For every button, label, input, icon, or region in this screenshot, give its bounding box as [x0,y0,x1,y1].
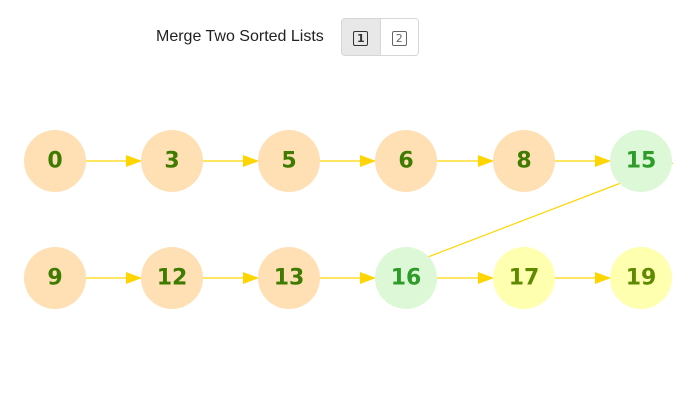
list-node: 19 [610,247,672,309]
node-value: 8 [516,149,531,174]
nodes-layer: 0 3 5 6 8 15 9 12 13 16 17 19 [24,130,672,309]
node-value: 5 [281,149,296,174]
node-circle [375,247,437,309]
list-node: 6 [375,130,437,192]
node-circle [24,247,86,309]
step-toggle-group: 1 2 [340,18,419,56]
node-circle [493,130,555,192]
node-circle [610,247,672,309]
node-value: 9 [47,266,62,291]
step-2-icon: 2 [391,30,407,46]
list-node: 16 [375,247,437,309]
list-node: 13 [258,247,320,309]
list-node: 5 [258,130,320,192]
node-circle [610,130,672,192]
node-circle [141,247,203,309]
node-value: 0 [47,149,62,174]
node-value: 3 [164,149,179,174]
page-title: Merge Two Sorted Lists [156,28,324,45]
node-circle [24,130,86,192]
step-1-button[interactable]: 1 [341,19,380,55]
node-value: 12 [157,266,188,291]
node-value: 16 [391,266,422,291]
list-node: 0 [24,130,86,192]
list-node: 9 [24,247,86,309]
node-circle [258,247,320,309]
list-node: 3 [141,130,203,192]
step-2-button[interactable]: 2 [379,19,418,55]
list-node: 12 [141,247,203,309]
list-node: 15 [610,130,672,192]
step-1-icon: 1 [353,30,369,46]
toolbar: Merge Two Sorted Lists 1 2 [156,17,419,57]
node-value: 13 [274,266,305,291]
node-circle [375,130,437,192]
list-node: 8 [493,130,555,192]
node-circle [258,130,320,192]
node-value: 6 [398,149,413,174]
node-value: 17 [509,266,540,291]
node-circle [141,130,203,192]
node-circle [493,247,555,309]
list-node: 17 [493,247,555,309]
node-value: 15 [626,149,657,174]
node-value: 19 [626,266,657,291]
